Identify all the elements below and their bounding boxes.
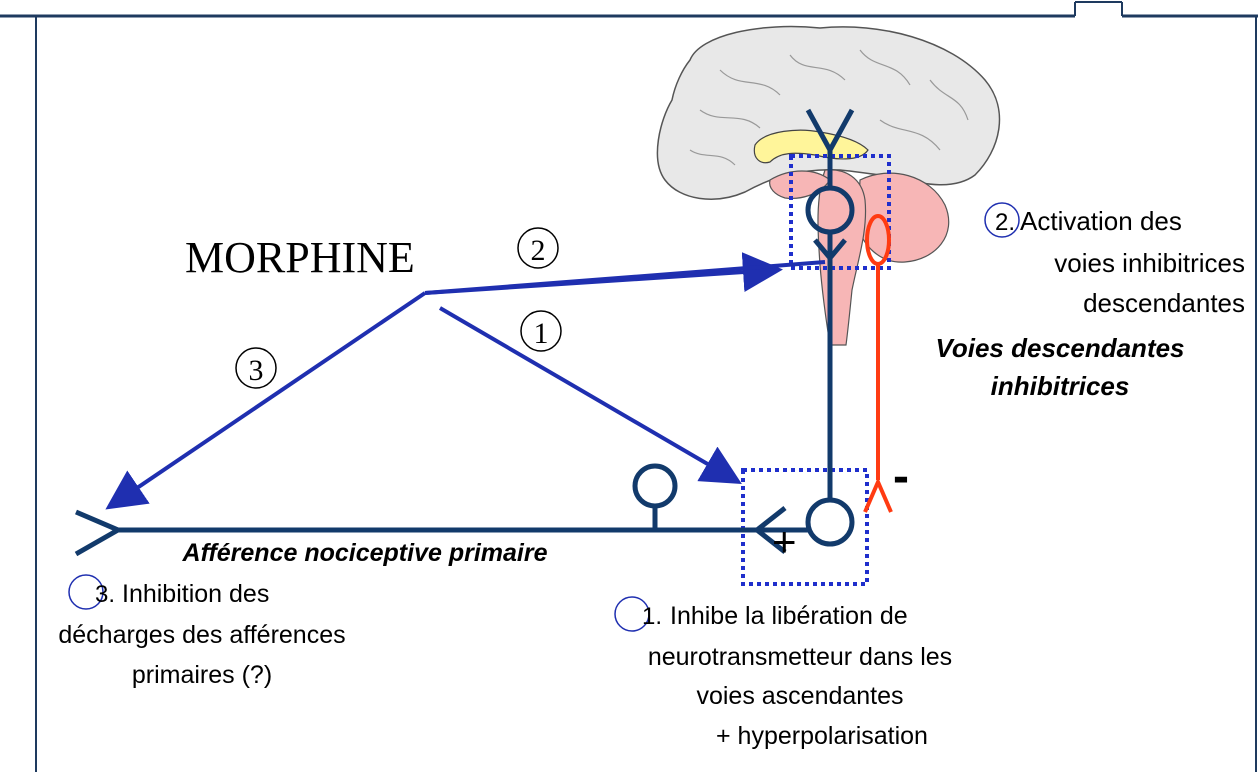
- descending-neuron: [805, 108, 855, 547]
- inhibition-line-1: Inhibition des: [122, 580, 269, 608]
- inhibe-line-4: + hyperpolarisation: [716, 722, 928, 750]
- central-terminal-fork: [752, 506, 787, 554]
- minus-sign: -: [893, 450, 909, 503]
- svg-text:1: 1: [534, 317, 549, 350]
- afference-label: Afférence nociceptive primaire: [182, 539, 548, 567]
- inhibitory-neuron: [863, 214, 893, 513]
- inhibe-line-2: neurotransmetteur dans les: [648, 643, 952, 671]
- arrow-to-periphery: [105, 291, 427, 510]
- svg-text:3: 3: [249, 354, 264, 387]
- cortex-sulci: [689, 49, 969, 166]
- activation-line-3: descendantes: [1083, 288, 1245, 318]
- spinal-neuron-soma: [805, 497, 855, 547]
- brain-target-box: [789, 154, 891, 270]
- spinal-target-box: [741, 468, 869, 586]
- badge-3-left: 3: [235, 347, 277, 389]
- inhibe-line-1: Inhibe la libération de: [670, 602, 908, 630]
- activation-annotation: 2. Activation des voies inhibitrices des…: [984, 202, 1245, 318]
- inhibe-line-3: voies ascendantes: [696, 682, 903, 710]
- dorsal-root-ganglion-soma: [632, 463, 678, 509]
- voies-descendantes-line-1: Voies descendantes: [935, 333, 1184, 363]
- morphine-label: MORPHINE: [185, 233, 415, 282]
- voies-descendantes-line-2: inhibitrices: [991, 371, 1130, 401]
- cerebellum: [857, 172, 950, 263]
- inhibition-annotation: 3. Inhibition des décharges des afférenc…: [58, 574, 346, 689]
- morphine-action-arrows: [105, 252, 826, 510]
- peripheral-terminal-fork: [74, 509, 124, 557]
- activation-line-2: voies inhibitrices: [1054, 248, 1245, 278]
- primary-afferent-neuron: [74, 463, 808, 557]
- plus-sign: +: [772, 518, 797, 565]
- svg-text:1.: 1.: [642, 603, 662, 630]
- activation-line-1: Activation des: [1020, 206, 1182, 236]
- svg-text:2.: 2.: [995, 209, 1015, 236]
- svg-text:3.: 3.: [95, 581, 115, 608]
- inhibition-line-2: décharges des afférences: [58, 621, 345, 649]
- brainstem: [817, 169, 867, 346]
- badge-2-top: 2: [517, 227, 559, 269]
- badge-1-mid: 1: [520, 310, 562, 352]
- inhibition-line-3: primaires (?): [132, 661, 272, 689]
- inhibe-annotation: 1. Inhibe la libération de neurotransmet…: [614, 596, 952, 750]
- svg-text:2: 2: [531, 234, 546, 267]
- arrow-to-brainstem-2: [424, 260, 826, 295]
- inhibitory-terminal: [863, 476, 893, 513]
- arrow-to-spinal-synapse: [438, 306, 742, 485]
